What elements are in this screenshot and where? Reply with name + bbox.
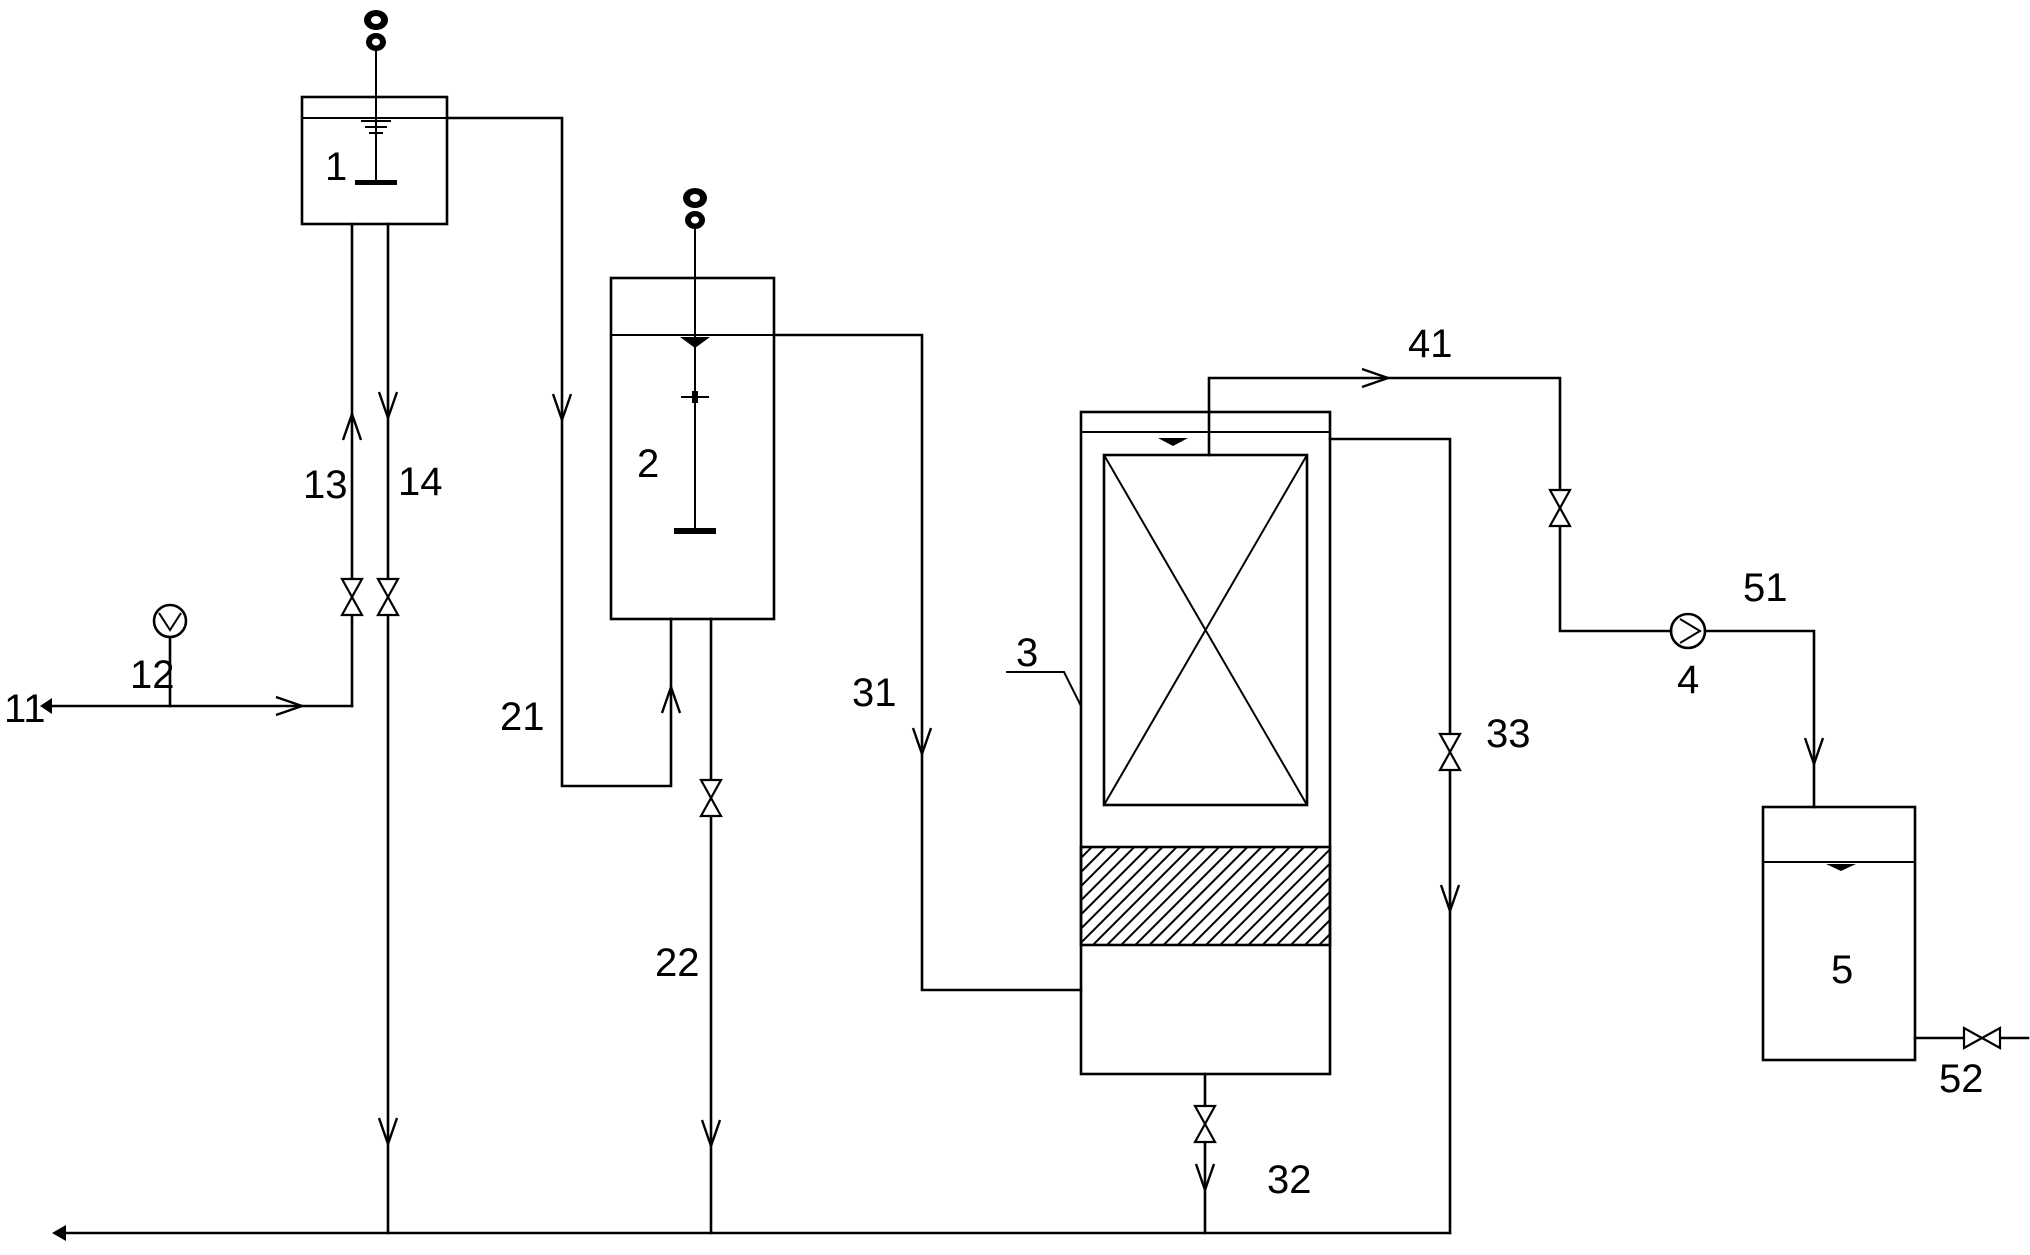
label-21: 21: [500, 695, 545, 739]
line-41: [1207, 367, 1673, 633]
label-22: 22: [655, 941, 700, 985]
line-51: [1703, 629, 1825, 809]
line-14: [376, 222, 400, 1235]
line-21: [445, 116, 682, 788]
label-14: 14: [398, 460, 443, 504]
label-52: 52: [1939, 1057, 1984, 1101]
label-2: 2: [637, 442, 659, 486]
label-31: 31: [852, 671, 897, 715]
line-13: [340, 222, 364, 708]
line-22: [699, 617, 723, 1235]
mixer-motor-icon: [683, 188, 707, 229]
drain-outlet-arrow-icon: [52, 1225, 66, 1241]
tank-1: [300, 10, 449, 226]
mixer-motor-icon: [364, 10, 388, 51]
reactor-3: [1079, 410, 1332, 1076]
drain-header: [52, 1225, 1452, 1241]
label-11: 11: [4, 687, 46, 731]
label-3: 3: [1016, 631, 1038, 675]
dosing-pump-12-icon: [152, 603, 188, 708]
line-33: [1328, 437, 1462, 1235]
label-13: 13: [303, 463, 348, 507]
line-31: [772, 333, 1083, 992]
label-1: 1: [325, 145, 347, 189]
label-4: 4: [1677, 658, 1699, 702]
inlet-line-11: [40, 695, 354, 717]
pump-4-icon: [1669, 612, 1707, 650]
label-51: 51: [1743, 566, 1788, 610]
line-52: [1913, 1026, 2030, 1050]
label-41: 41: [1408, 322, 1453, 366]
tank-5: [1761, 805, 1917, 1062]
label-32: 32: [1267, 1158, 1312, 1202]
line-32: [1193, 1072, 1217, 1235]
leader-line-3: [1006, 671, 1082, 707]
tank-2: [609, 188, 776, 621]
label-12: 12: [130, 653, 175, 697]
label-5: 5: [1831, 948, 1853, 992]
label-33: 33: [1486, 712, 1531, 756]
